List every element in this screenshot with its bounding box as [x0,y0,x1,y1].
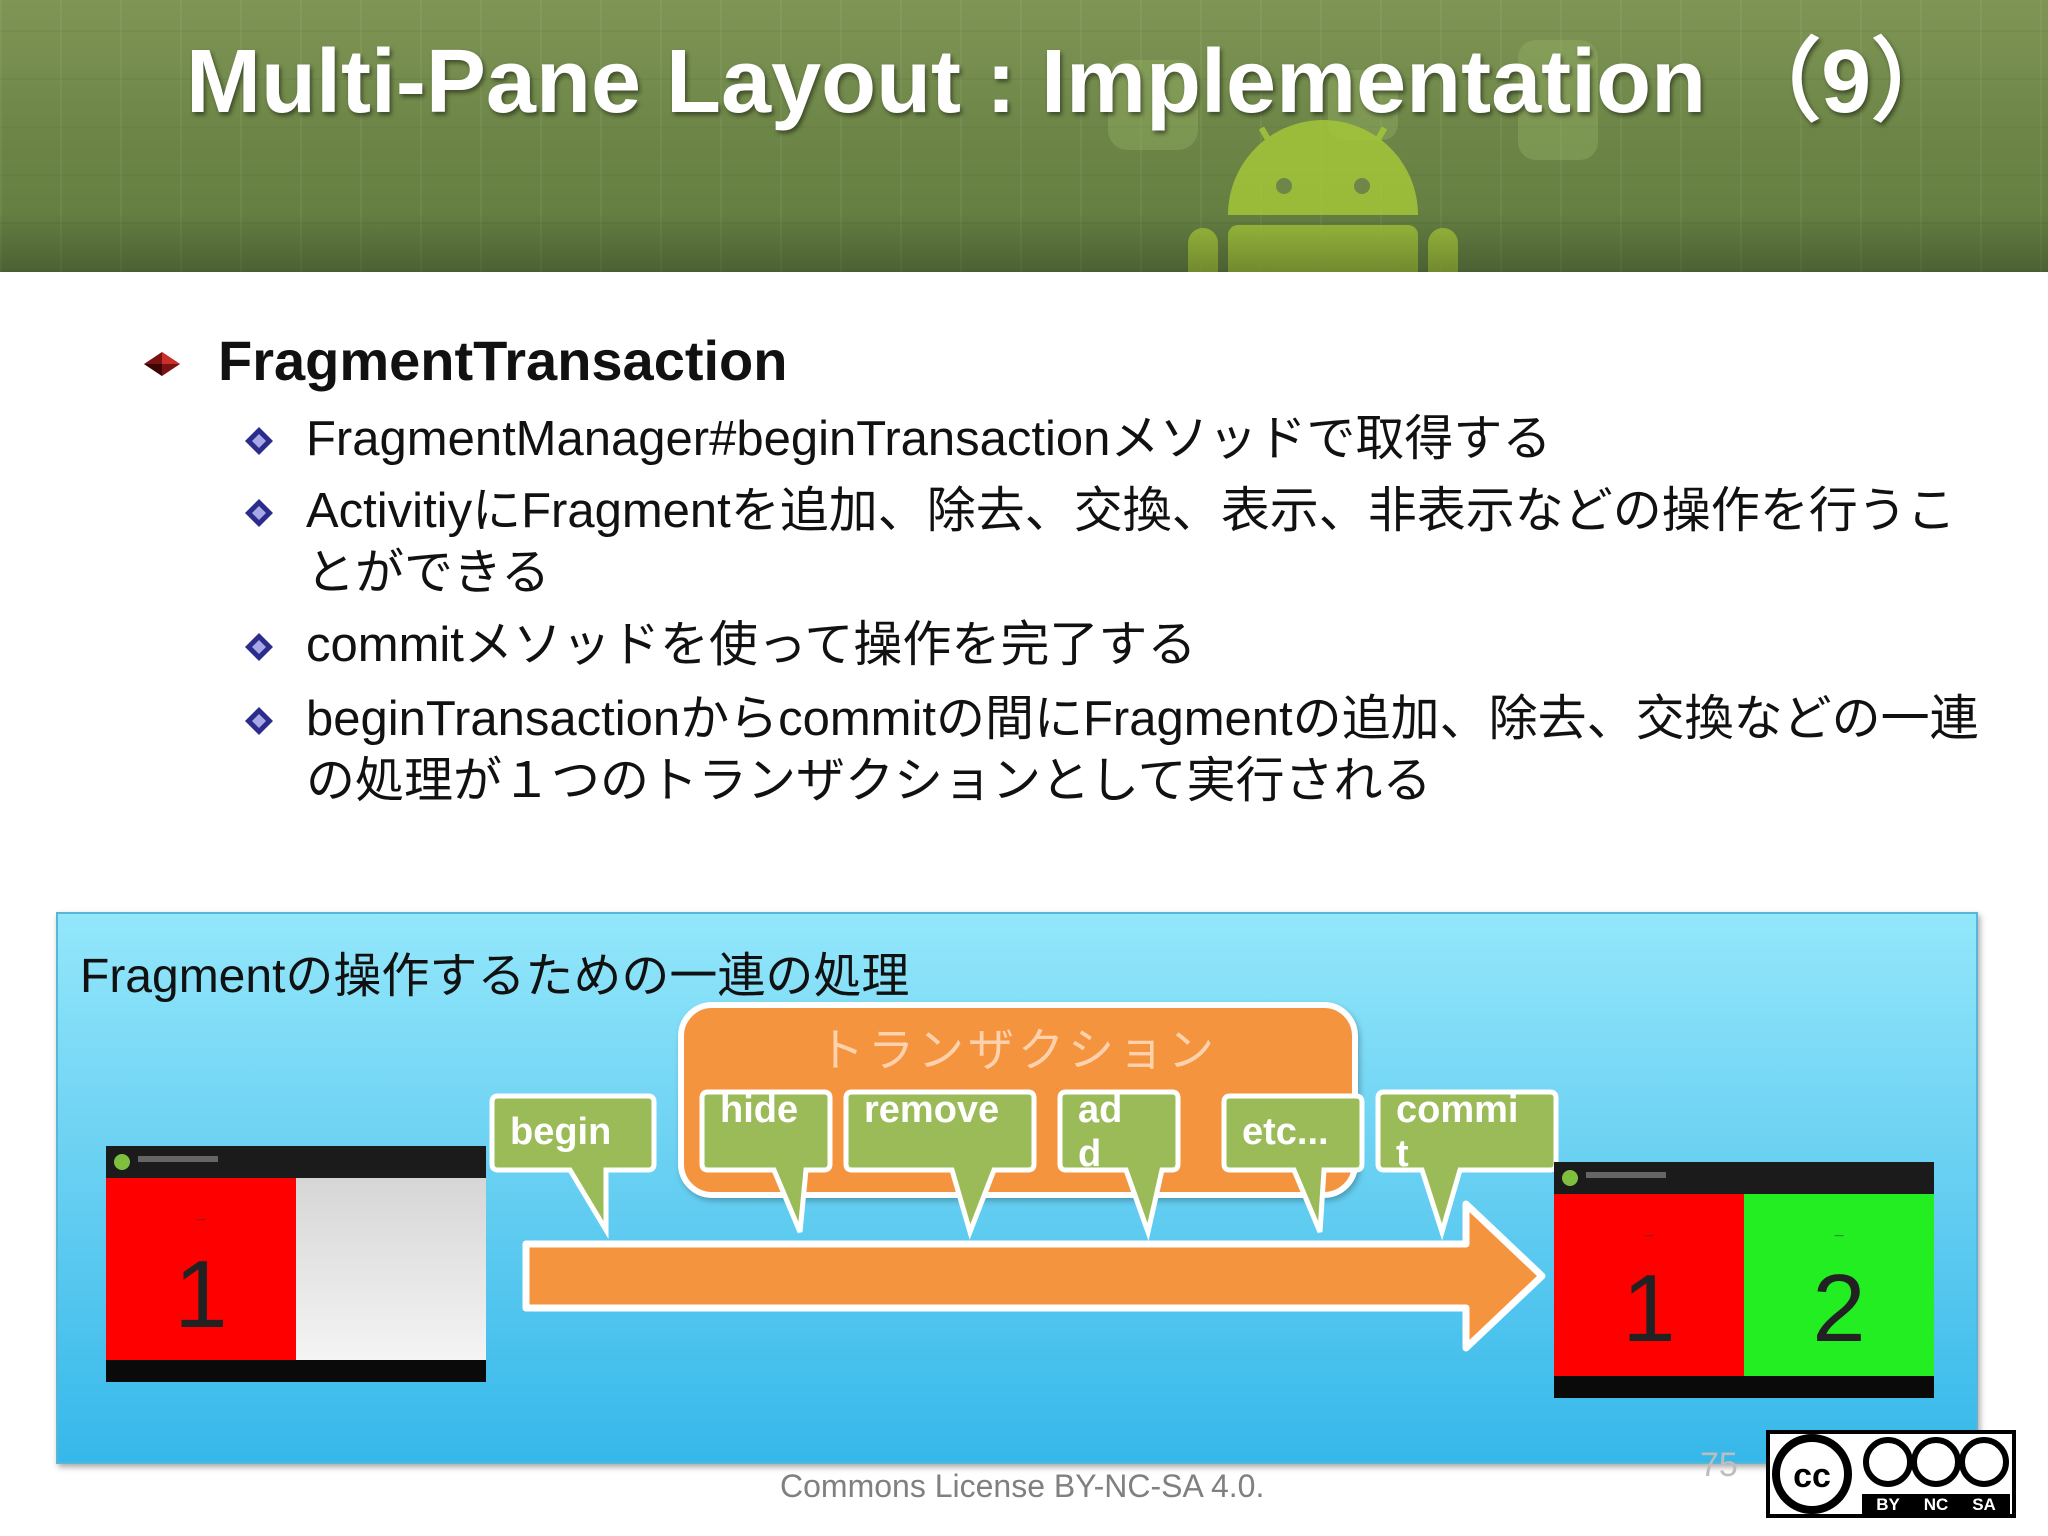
callout-commit [1375,1089,1559,1241]
bullet-item: ActivitiyにFragmentを追加、除去、交換、表示、非表示などの操作を… [306,484,1956,600]
diagram-title: Fragmentの操作するための一連の処理 [80,950,910,1003]
bullet-item: FragmentManager#beginTransactionメソッドで取得す… [306,412,1552,466]
diamond-bullet-icon [245,499,273,527]
step-label: add [1078,1089,1123,1175]
callout-add [1057,1089,1181,1241]
app-action-bar [1554,1162,1934,1194]
callout-begin [489,1093,657,1240]
cc-nc-label: NC [1924,1495,1949,1514]
transaction-label: トランザクション [818,1023,1218,1077]
pane-red: — 1 [1554,1194,1744,1376]
diamond-bullet-icon [245,707,273,735]
diamond-bullet-icon [245,633,273,661]
bullet-item: commitメソッドを使って操作を完了する [306,618,1197,672]
app-icon [114,1154,130,1170]
step-label: begin [510,1111,612,1153]
step-label: commit [1396,1089,1519,1175]
app-action-bar [106,1146,486,1178]
slide-title: Multi-Pane Layout : Implementation （9） [186,32,1962,132]
step-label: etc... [1242,1111,1329,1153]
pane-green: — 2 [1744,1194,1934,1376]
callout-hide [699,1089,833,1233]
page-number: 75 [1700,1446,1738,1484]
android-robot-icon [1108,40,1598,272]
nav-bar [106,1360,486,1382]
license-text: Commons License BY-NC-SA 4.0. [780,1468,1265,1504]
tablet-before: — 1 [106,1146,486,1382]
pane-red: — 1 [106,1178,296,1360]
arrow-bullet-icon [144,352,180,376]
tablet-after: — 1 — 2 [1554,1162,1934,1398]
step-label: hide [720,1089,799,1131]
pane-number: 2 [1812,1255,1866,1362]
header-shade [0,212,2048,272]
nav-bar [1554,1376,1934,1398]
diamond-bullet-icon [245,427,273,455]
svg-text:cc: cc [1793,1457,1831,1495]
transaction-diagram: Fragmentの操作するための一連の処理 トランザクション begin hid… [56,912,1978,1464]
app-icon [1562,1170,1578,1186]
pane-number: 1 [174,1241,228,1348]
circuit-texture [0,0,2048,272]
step-label: remove [864,1089,1000,1131]
creative-commons-icon: cc BY NC SA [1766,1430,2016,1518]
callout-remove [843,1089,1037,1240]
pane-empty [296,1178,486,1360]
pane-number: 1 [1622,1255,1676,1362]
cc-by-label: BY [1876,1495,1900,1514]
slide-header: Multi-Pane Layout : Implementation （9） [0,0,2048,272]
callout-etc [1221,1093,1365,1233]
bullet-item: beginTransactionからcommitの間にFragmentの追加、除… [306,692,1979,808]
cc-sa-label: SA [1972,1495,1996,1514]
bullet-heading: FragmentTransaction [218,329,788,392]
